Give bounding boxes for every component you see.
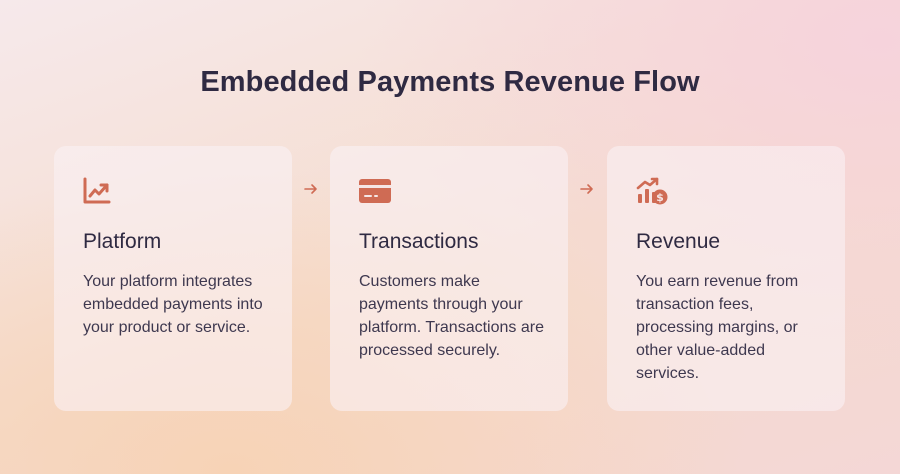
step-card-revenue: $ Revenue You earn revenue from transact… xyxy=(607,146,845,411)
step-card-platform: Platform Your platform integrates embedd… xyxy=(54,146,292,411)
step-title: Revenue xyxy=(636,230,721,253)
arrow-right-icon xyxy=(580,184,593,194)
step-title: Transactions xyxy=(359,230,479,253)
step-description: Your platform integrates embedded paymen… xyxy=(83,273,263,336)
svg-text:$: $ xyxy=(656,191,664,204)
revenue-growth-icon: $ xyxy=(636,177,668,205)
diagram-title: Embedded Payments Revenue Flow xyxy=(200,66,700,98)
step-title: Platform xyxy=(83,230,162,253)
arrow-right-icon xyxy=(304,184,317,194)
step-description: Customers make payments through your pla… xyxy=(359,273,544,359)
credit-card-icon xyxy=(359,179,391,203)
step-description: You earn revenue from transaction fees, … xyxy=(636,273,799,382)
step-card-transactions: Transactions Customers make payments thr… xyxy=(330,146,568,411)
chart-trend-icon xyxy=(83,177,111,204)
